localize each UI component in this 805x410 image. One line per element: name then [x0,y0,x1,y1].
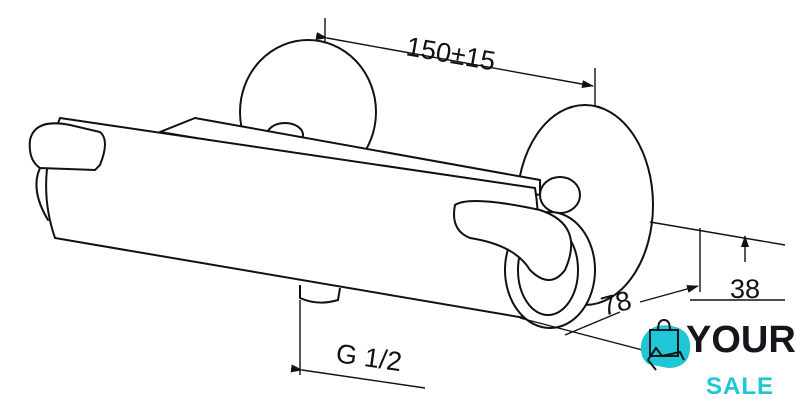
depth-dimension-label: 78 [598,285,635,322]
outlet-connector [299,285,341,304]
right-connector [539,176,581,214]
height-dimension-label: 38 [730,274,760,304]
width-dimension-label: 150±15 [404,31,498,76]
dimension-height: 38 [649,221,786,304]
dimension-thread: G 1/2 [290,300,426,389]
logo-sale-text: SALE [706,373,774,400]
logo-your-text: YOUR [686,319,796,361]
left-handle [28,122,106,172]
right-handle [453,200,573,281]
thread-dimension-label: G 1/2 [334,338,404,377]
left-handle-base [35,167,49,221]
yoursale-logo: YOUR SALE [640,318,796,400]
hand-pointer-icon [646,346,685,371]
